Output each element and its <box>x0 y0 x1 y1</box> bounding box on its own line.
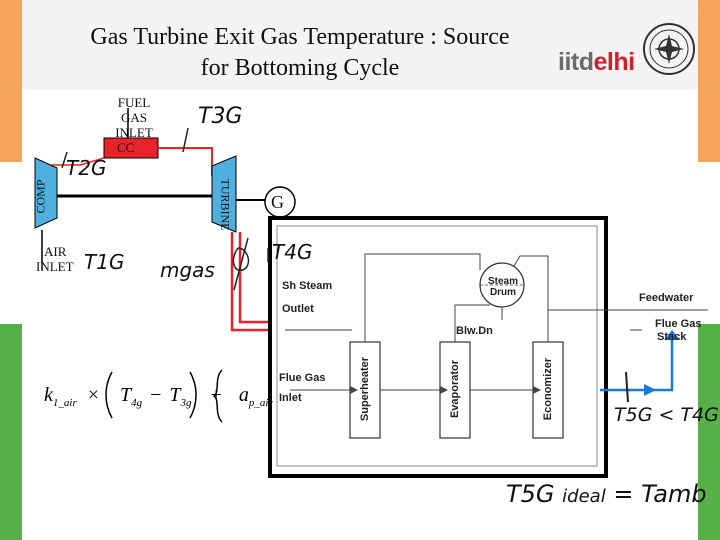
cc-label: CC <box>117 140 135 155</box>
flue-gas-inlet-label: Flue Gas Inlet <box>279 372 326 404</box>
t5g-ideal-note: T5G ideal = Tamb <box>506 480 707 508</box>
t5g-lt-t4g-note: T5G < T4G <box>614 404 719 426</box>
left-tricolor-stripe <box>0 0 22 540</box>
generator-label: G <box>271 192 284 212</box>
mgas-note: mgas <box>160 258 215 282</box>
hrsg-inner <box>276 225 598 467</box>
t2g-note: T2G <box>66 156 107 180</box>
economizer-label: Economizer <box>542 357 554 421</box>
steam-drum-label: Steam Drum <box>487 276 518 298</box>
t3g-note: T3G <box>198 104 243 129</box>
turbine <box>211 155 237 233</box>
title-line-1: Gas Turbine Exit Gas Temperature : Sourc… <box>90 24 510 50</box>
comp-label: COMP <box>33 179 48 214</box>
t1g-note: T1G <box>84 250 125 274</box>
flue-gas-stack-label: Flue Gas Stack <box>655 318 702 343</box>
energy-equation: k1_air × T4g − T3g + ap_air <box>44 384 273 409</box>
title-line-2: for Bottoming Cycle <box>200 55 400 81</box>
top-band <box>0 0 720 10</box>
fuel-gas-inlet-label: FUEL GAS INLET <box>115 95 153 140</box>
hot-gas-line <box>158 147 213 176</box>
iitdelhi-logo-text: iitdelhi <box>558 48 635 76</box>
slide-title: Gas Turbine Exit Gas Temperature : Sourc… <box>40 22 560 84</box>
sh-steam-outlet-label: Sh Steam Outlet <box>282 280 333 315</box>
compressor <box>34 157 58 229</box>
evaporator-label: Evaporator <box>449 359 461 419</box>
right-tricolor-stripe <box>698 0 720 540</box>
stack-flow <box>600 340 674 392</box>
turbine-label: TURBINE <box>218 178 233 231</box>
t4g-note: T4G <box>272 240 313 264</box>
slide-header <box>22 10 698 90</box>
superheater-label: Superheater <box>359 356 371 422</box>
air-inlet-label: AIR INLET <box>36 244 74 274</box>
feedwater-label: Feedwater <box>639 292 694 304</box>
blowdown-label: Blw.Dn <box>456 325 493 337</box>
iit-emblem-icon <box>643 23 695 75</box>
